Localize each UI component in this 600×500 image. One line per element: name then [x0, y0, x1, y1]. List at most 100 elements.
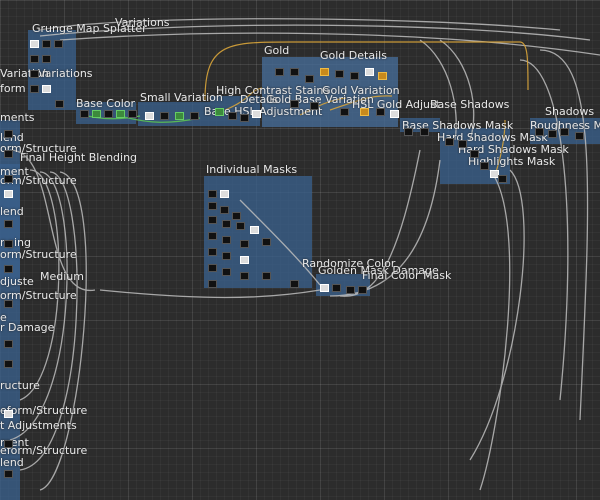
graph-node[interactable]	[390, 110, 399, 118]
graph-node[interactable]	[490, 170, 499, 178]
frame-title-base-shadows: Base Shadows	[430, 98, 510, 111]
graph-node[interactable]	[335, 70, 344, 78]
graph-node[interactable]	[290, 68, 299, 76]
graph-node[interactable]	[128, 110, 137, 118]
graph-node[interactable]	[445, 138, 454, 146]
graph-node[interactable]	[80, 110, 89, 118]
graph-node[interactable]	[252, 110, 261, 118]
graph-node[interactable]	[262, 272, 271, 280]
graph-node[interactable]	[116, 110, 125, 118]
frame-title-roughness: Roughness Mask	[530, 119, 600, 132]
graph-node[interactable]	[420, 128, 429, 136]
graph-node[interactable]	[236, 222, 245, 230]
graph-node[interactable]	[360, 108, 369, 116]
graph-node[interactable]	[222, 236, 231, 244]
graph-node[interactable]	[320, 68, 329, 76]
graph-node[interactable]	[42, 55, 51, 63]
graph-node[interactable]	[55, 100, 64, 108]
graph-node[interactable]	[4, 410, 13, 418]
frame-title-hsl-gold: HSL Gold Adjust	[352, 98, 441, 111]
graph-node[interactable]	[358, 286, 367, 294]
graph-node[interactable]	[4, 175, 13, 183]
graph-node[interactable]	[470, 150, 479, 158]
graph-node[interactable]	[4, 340, 13, 348]
graph-node[interactable]	[208, 190, 217, 198]
graph-node[interactable]	[4, 360, 13, 368]
graph-node[interactable]	[54, 40, 63, 48]
graph-node[interactable]	[42, 40, 51, 48]
frame-title-final-color-mask: Final Color Mask	[362, 269, 452, 282]
graph-node[interactable]	[378, 72, 387, 80]
left-label-16: ructure	[0, 379, 40, 392]
graph-node[interactable]	[4, 240, 13, 248]
graph-node[interactable]	[222, 252, 231, 260]
graph-node[interactable]	[145, 112, 154, 120]
graph-node[interactable]	[222, 220, 231, 228]
left-label-10: orm/Structure	[0, 248, 77, 261]
graph-node[interactable]	[208, 216, 217, 224]
frame-gold[interactable]	[262, 57, 398, 127]
graph-node[interactable]	[290, 280, 299, 288]
graph-node[interactable]	[376, 108, 385, 116]
frame-title-base-shadows-mask: Base Shadows Mask	[402, 119, 514, 132]
graph-node[interactable]	[92, 110, 101, 118]
graph-node[interactable]	[228, 112, 237, 120]
graph-node[interactable]	[262, 238, 271, 246]
graph-node[interactable]	[560, 128, 569, 136]
graph-node[interactable]	[220, 190, 229, 198]
graph-node[interactable]	[208, 248, 217, 256]
graph-node[interactable]	[548, 130, 557, 138]
graph-node[interactable]	[310, 102, 319, 110]
graph-node[interactable]	[222, 268, 231, 276]
graph-node[interactable]	[4, 150, 13, 158]
graph-node[interactable]	[4, 190, 13, 198]
graph-node[interactable]	[350, 72, 359, 80]
graph-node[interactable]	[275, 68, 284, 76]
left-label-1: Variation	[0, 67, 49, 80]
frame-golden-mask-damage[interactable]	[316, 274, 370, 296]
graph-node[interactable]	[208, 232, 217, 240]
left-label-13: orm/Structure	[0, 289, 77, 302]
graph-node[interactable]	[240, 114, 249, 122]
graph-node[interactable]	[498, 175, 507, 183]
graph-node[interactable]	[250, 226, 259, 234]
graph-node[interactable]	[240, 240, 249, 248]
graph-node[interactable]	[30, 85, 39, 93]
graph-node[interactable]	[208, 280, 217, 288]
graph-node[interactable]	[175, 112, 184, 120]
graph-node[interactable]	[4, 470, 13, 478]
graph-node[interactable]	[305, 75, 314, 83]
graph-node[interactable]	[30, 40, 39, 48]
graph-node[interactable]	[4, 440, 13, 448]
graph-node[interactable]	[458, 140, 467, 148]
graph-node[interactable]	[160, 112, 169, 120]
frame-title-final-height: Final Height Blending	[20, 151, 138, 164]
graph-node[interactable]	[4, 265, 13, 273]
graph-node[interactable]	[4, 130, 13, 138]
graph-node[interactable]	[290, 100, 299, 108]
graph-node[interactable]	[240, 272, 249, 280]
graph-node[interactable]	[104, 110, 113, 118]
graph-node[interactable]	[346, 286, 355, 294]
graph-node[interactable]	[575, 132, 584, 140]
graph-node[interactable]	[4, 300, 13, 308]
graph-node[interactable]	[340, 108, 349, 116]
graph-node[interactable]	[480, 162, 489, 170]
graph-node[interactable]	[42, 85, 51, 93]
graph-node[interactable]	[220, 206, 229, 214]
graph-node[interactable]	[365, 68, 374, 76]
graph-node[interactable]	[535, 128, 544, 136]
graph-node[interactable]	[30, 55, 39, 63]
graph-node[interactable]	[404, 128, 413, 136]
graph-node[interactable]	[190, 112, 199, 120]
frame-title-shadows-overlap: Shadows	[545, 105, 595, 118]
graph-node[interactable]	[30, 70, 39, 78]
graph-node[interactable]	[320, 284, 329, 292]
graph-node[interactable]	[4, 220, 13, 228]
graph-node[interactable]	[232, 212, 241, 220]
graph-node[interactable]	[208, 202, 217, 210]
graph-node[interactable]	[215, 108, 224, 116]
graph-node[interactable]	[208, 264, 217, 272]
graph-node[interactable]	[332, 284, 341, 292]
graph-node[interactable]	[240, 256, 249, 264]
